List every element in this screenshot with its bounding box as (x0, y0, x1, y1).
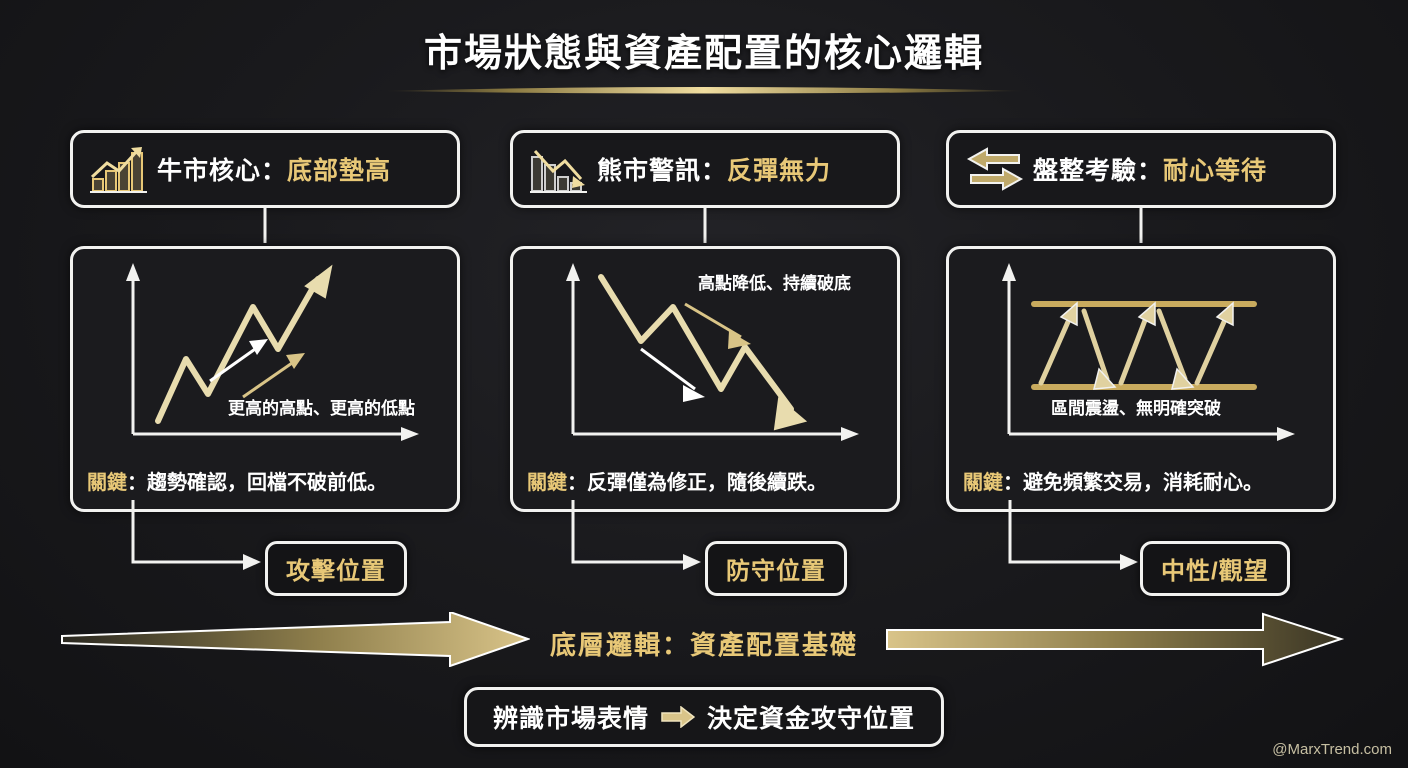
header-bear-label: 熊市警訊： (597, 157, 728, 185)
range-key-line: 關鍵：避免頻繁交易，消耗耐心。 (963, 466, 1263, 495)
range-chart-svg (1002, 263, 1295, 441)
panel-bear-chart: 高點降低、持續破底 關鍵：反彈僅為修正，隨後續跌。 (510, 246, 900, 512)
header-bull-text: 牛市核心：底部墊高 (157, 151, 391, 187)
header-range-accent: 耐心等待 (1163, 157, 1268, 185)
panel-bull-chart: 更高的高點、更高的低點 關鍵：趨勢確認，回檔不破前低。 (70, 246, 460, 512)
bar-chart-down-arrow-icon (530, 149, 587, 193)
range-chart-note: 區間震盪、無明確突破 (1051, 399, 1221, 418)
connector-header-panel (1139, 205, 1143, 243)
arrow-right-icon (661, 706, 695, 728)
range-key-text: ：避免頻繁交易，消耗耐心。 (1003, 472, 1263, 494)
page-title: 市場狀態與資產配置的核心邏輯 (423, 33, 984, 75)
header-bull-label: 牛市核心： (157, 157, 288, 185)
header-bear-accent: 反彈無力 (727, 157, 832, 185)
header-range-text: 盤整考驗：耐心等待 (1033, 151, 1267, 187)
bull-key-label: 關鍵 (87, 472, 127, 494)
bottom-banner-label: 底層邏輯：資產配置基礎 (549, 630, 858, 660)
title-underline-decoration (379, 87, 1029, 94)
bar-chart-up-arrow-icon (90, 147, 147, 193)
bull-chart-note: 更高的高點、更高的低點 (228, 399, 415, 418)
header-range-label: 盤整考驗： (1033, 157, 1164, 185)
header-bull-accent: 底部墊高 (287, 157, 392, 185)
bull-key-line: 關鍵：趨勢確認，回檔不破前低。 (87, 466, 387, 495)
panel-range-chart: 區間震盪、無明確突破 關鍵：避免頻繁交易，消耗耐心。 (946, 246, 1336, 512)
column-bull: 牛市核心：底部墊高 更高的高 (70, 130, 460, 512)
bear-key-label: 關鍵 (527, 472, 567, 494)
header-bear-text: 熊市警訊：反彈無力 (597, 151, 831, 187)
bear-key-text: ：反彈僅為修正，隨後續跌。 (567, 472, 827, 494)
badge-attack-position[interactable]: 攻擊位置 (265, 541, 407, 596)
double-horizontal-arrow-icon (966, 147, 1024, 191)
connector-header-panel (263, 205, 267, 243)
bear-chart-svg (566, 263, 859, 441)
bear-chart-note: 高點降低、持續破底 (698, 274, 851, 293)
column-range: 盤整考驗：耐心等待 (946, 130, 1336, 512)
connector-header-panel (703, 205, 707, 243)
bull-chart-svg (126, 263, 419, 441)
badge-defense-position[interactable]: 防守位置 (705, 541, 847, 596)
column-bear: 熊市警訊：反彈無力 高點降低 (510, 130, 900, 512)
final-summary-box[interactable]: 辨識市場表情 決定資金攻守位置 (463, 687, 945, 747)
final-left-text: 辨識市場表情 (492, 705, 649, 733)
bull-key-text: ：趨勢確認，回檔不破前低。 (127, 472, 387, 494)
header-bull[interactable]: 牛市核心：底部墊高 (70, 130, 460, 243)
left-gold-arrow-icon (61, 612, 530, 667)
bear-key-line: 關鍵：反彈僅為修正，隨後續跌。 (527, 466, 827, 495)
header-range[interactable]: 盤整考驗：耐心等待 (946, 130, 1336, 243)
right-gold-arrow-icon (886, 612, 1345, 667)
header-bear[interactable]: 熊市警訊：反彈無力 (510, 130, 900, 243)
range-key-label: 關鍵 (963, 472, 1003, 494)
watermark: @MarxTrend.com (1272, 741, 1392, 758)
final-right-text: 決定資金攻守位置 (707, 705, 916, 733)
badge-neutral-position[interactable]: 中性/觀望 (1140, 541, 1290, 596)
badge-connectors (131, 500, 1138, 570)
